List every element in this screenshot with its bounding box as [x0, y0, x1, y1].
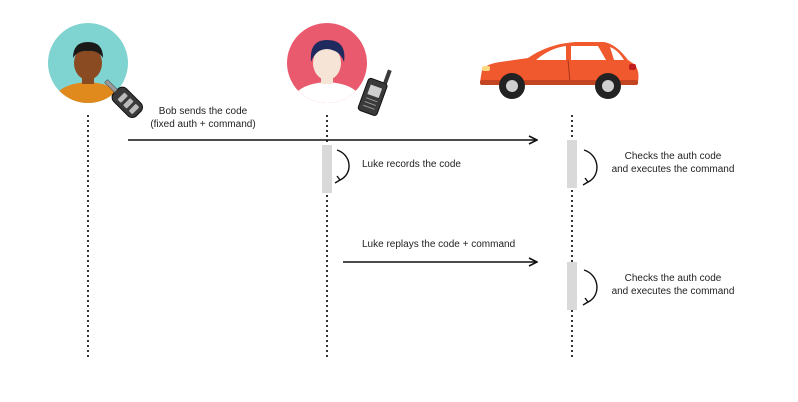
- message-label-bob-sends-line1: Bob sends the code: [158, 106, 248, 117]
- woman-avatar-icon: [287, 23, 367, 103]
- message-label-luke-records: Luke records the code: [362, 159, 461, 170]
- walkie-talkie-icon: [357, 69, 392, 116]
- message-label-car-checks-second: Checks the auth code and executes the co…: [598, 272, 748, 298]
- message-label-bob-sends: Bob sends the code (fixed auth + command…: [143, 105, 263, 131]
- message-label-car-checks-second-line1: Checks the auth code: [624, 273, 722, 284]
- message-label-car-checks-second-line2: and executes the command: [611, 286, 735, 297]
- red-car-icon: [480, 42, 639, 99]
- message-label-luke-replays: Luke replays the code + command: [362, 239, 516, 250]
- message-label-car-checks-first-line1: Checks the auth code: [624, 151, 722, 162]
- message-label-car-checks-first: Checks the auth code and executes the co…: [598, 150, 748, 176]
- message-label-bob-sends-line2: (fixed auth + command): [150, 119, 256, 130]
- activation-car-first: [567, 140, 577, 188]
- car-key-fob-icon: [104, 79, 143, 118]
- activation-luke-record: [322, 145, 332, 193]
- message-label-car-checks-first-line2: and executes the command: [611, 164, 735, 175]
- activation-car-second: [567, 262, 577, 310]
- self-arrow-luke: [336, 149, 350, 181]
- self-arrow-car-first: [583, 149, 598, 183]
- self-arrow-car-second: [583, 269, 598, 303]
